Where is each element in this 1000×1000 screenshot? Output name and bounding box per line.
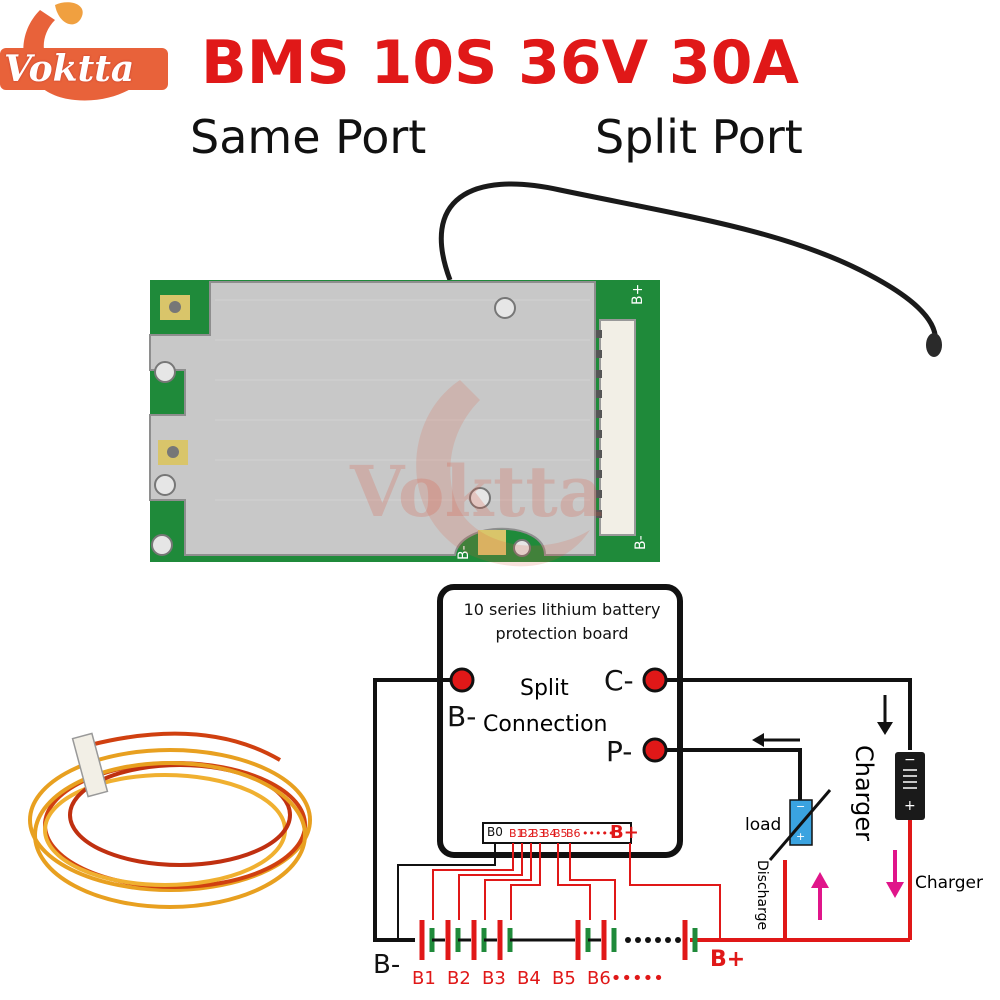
p-minus-wire (666, 748, 802, 800)
thermistor-wire (438, 181, 939, 346)
b-minus-port-dot (449, 667, 475, 693)
b-minus-port-label: B- (447, 700, 477, 733)
screw (469, 487, 491, 509)
load-variable-line (768, 789, 832, 861)
connector-label-b6: B6 (566, 827, 581, 840)
board-b-minus: B- (456, 545, 472, 560)
p-minus-port-label: P- (606, 735, 633, 768)
cell-label-b1: B1 (412, 968, 436, 989)
discharge-label: Discharge (754, 860, 770, 931)
cell-label-b2: B2 (447, 968, 471, 989)
charger-plus-sign: + (904, 798, 916, 814)
same-port-label: Same Port (190, 110, 427, 164)
cell-label-b6: B6••••• (587, 968, 664, 989)
battery-minus-label: B- (373, 950, 401, 980)
load-label: load (745, 815, 782, 835)
screw (494, 297, 516, 319)
protection-board-box (437, 584, 683, 858)
balance-cable-bundle (28, 731, 312, 909)
heatsink-plate (149, 281, 596, 556)
connector-label-b-plus: B+ (610, 822, 639, 843)
brand-logo-text: Voktta (4, 48, 135, 90)
box-title-line2: protection board (495, 624, 629, 643)
connector-label-b1: B1 (509, 827, 524, 840)
charger-body (895, 752, 925, 820)
page-title: BMS 10S 36V 30A (201, 28, 799, 98)
c-minus-port-label: C- (604, 664, 634, 697)
cell-label-b3: B3 (482, 968, 506, 989)
watermark-text: Voktta (350, 450, 604, 533)
balance-connector (599, 319, 636, 536)
charger-vertical-label: Charger (850, 745, 878, 841)
connector-label-b3: B3 (531, 827, 546, 840)
connector-label-b5: B5 (553, 827, 568, 840)
connector-label-b2: B2 (520, 827, 535, 840)
screw (154, 361, 176, 383)
watermark-swirl (416, 380, 590, 567)
load-plus-sign: + (796, 830, 806, 843)
connector-label-b4: B4 (542, 827, 557, 840)
connector-label-dots: ••••• (582, 827, 615, 840)
split-label: Split (520, 676, 569, 701)
connector-label-b0: B0 (487, 825, 503, 839)
bottom-pad (478, 530, 506, 555)
p-minus-port-dot (642, 737, 668, 763)
charger-minus-sign: − (904, 752, 916, 768)
b-minus-wire (373, 678, 451, 942)
load-minus-sign: − (796, 800, 806, 813)
connection-label: Connection (483, 712, 608, 737)
battery-plus-label: B+ (710, 947, 746, 972)
c-minus-wire (666, 678, 912, 750)
split-port-label: Split Port (595, 110, 803, 164)
cell-label-b4: B4 (517, 968, 541, 989)
balance-wires-black (397, 843, 496, 938)
cell-label-b5: B5 (552, 968, 576, 989)
charger-down-arrow (877, 722, 893, 735)
charger-side-label: Charger (915, 873, 983, 893)
screw (154, 474, 176, 496)
c-minus-port-dot (642, 667, 668, 693)
screw (513, 539, 531, 557)
discharge-up-arrow (811, 872, 829, 888)
cable-connector (71, 732, 109, 798)
screw (151, 534, 173, 556)
board-b-plus-bottom: B- (633, 535, 649, 550)
box-title-line1: 10 series lithium battery (463, 600, 661, 619)
charge-down-arrow (886, 882, 904, 898)
board-b-plus-top: B+ (630, 284, 646, 305)
thermistor-probe (926, 333, 942, 357)
brand-logo (0, 0, 170, 110)
balance-wires-red (432, 843, 721, 940)
battery-cells (419, 920, 698, 960)
